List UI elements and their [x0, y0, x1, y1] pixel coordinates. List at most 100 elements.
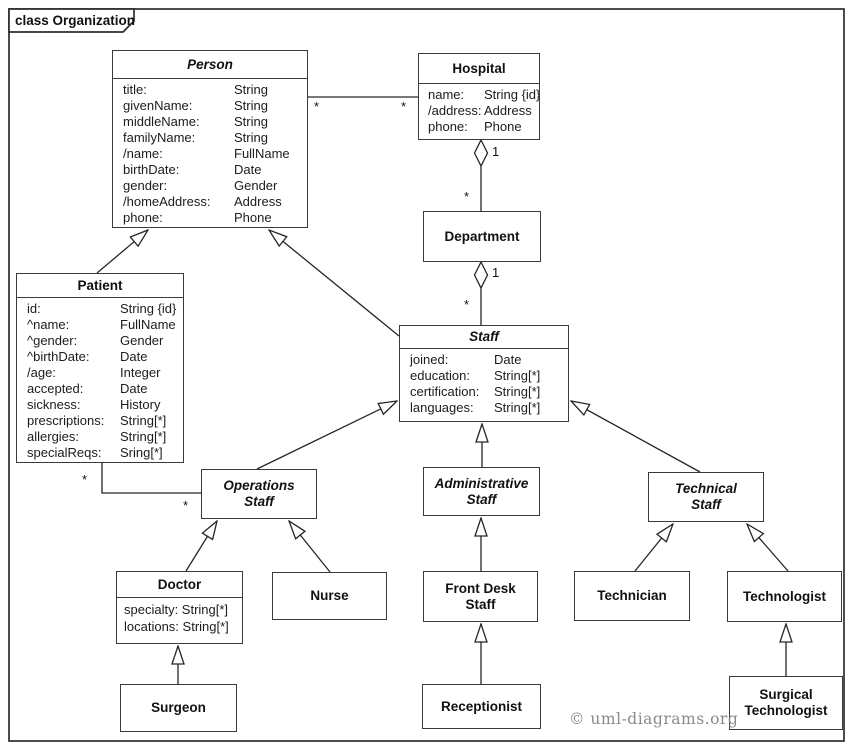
attr-type: Date	[494, 352, 522, 367]
attr-label: languages:	[410, 400, 474, 415]
attribute-row: certification:String[*]	[410, 384, 564, 400]
attr-type: Sring[*]	[120, 445, 163, 460]
attr-label: allergies:	[27, 429, 80, 444]
attribute-row: ^name: FullName	[27, 317, 179, 333]
attribute-row: middleName:String	[123, 114, 303, 130]
attr-type: Date	[234, 162, 262, 177]
gen-nurse-operations	[289, 521, 331, 573]
attr-label: /address:	[428, 103, 482, 118]
class-staff: Staff joined:Date education:String[*] ce…	[399, 325, 569, 422]
gen-doctor-operations	[185, 521, 217, 572]
attr-label: title:	[123, 82, 147, 97]
class-hospital: Hospital name:String {id} /address:Addre…	[418, 53, 540, 140]
class-surgeon-title: Surgeon	[151, 700, 206, 715]
attr-label: middleName:	[123, 114, 200, 129]
class-department-title: Department	[444, 228, 520, 244]
class-receptionist: Receptionist	[422, 684, 541, 729]
class-person-attributes: title: String givenName:String middleName…	[113, 79, 307, 227]
attribute-row: id:String {id}	[27, 301, 179, 317]
multiplicity-operations-star: *	[183, 498, 189, 513]
attr-type: Address	[234, 194, 282, 209]
attr-type: FullName	[234, 146, 290, 161]
class-operations-staff: Operations Staff	[201, 469, 317, 519]
class-surgeon: Surgeon	[120, 684, 237, 732]
class-front-desk-staff-title: Front Desk Staff	[445, 580, 516, 612]
attr-label: accepted:	[27, 381, 84, 396]
attr-type: FullName	[120, 317, 176, 332]
class-person: Person title:String givenName:String mid…	[112, 50, 308, 228]
attribute-row: /homeAddress: Address	[123, 194, 303, 210]
class-technologist-title: Technologist	[743, 588, 826, 604]
attribute-row: /age: Integer	[27, 365, 179, 381]
attribute-row: birthDate: Date	[123, 162, 303, 178]
attribute-row: prescriptions:String[*]	[27, 413, 179, 429]
class-front-desk-staff: Front Desk Staff	[423, 571, 538, 622]
attr-type: Phone	[484, 119, 522, 134]
class-technologist: Technologist	[727, 571, 842, 622]
attr-label: education:	[410, 368, 470, 383]
gen-operations-staff	[256, 401, 397, 470]
class-technician: Technician	[574, 571, 690, 621]
attr-type: Integer	[120, 365, 161, 380]
attr-label: /age:	[27, 365, 56, 380]
attr-type: String	[234, 82, 268, 97]
attr-label: /name:	[123, 146, 163, 161]
class-receptionist-title: Receptionist	[440, 698, 522, 714]
gen-technician-technical	[634, 524, 673, 572]
attr-type: String {id}	[120, 301, 177, 316]
attr-type: String {id}	[484, 87, 539, 102]
multiplicity-hospital-end: *	[401, 99, 407, 114]
class-technical-staff-title: Technical Staff	[675, 481, 737, 512]
attribute-row: gender: Gender	[123, 178, 303, 194]
attr-label: /homeAddress:	[123, 194, 211, 209]
attr-type: History	[120, 397, 161, 412]
attribute-row: phone: Phone	[428, 119, 535, 135]
attr-label: gender:	[123, 178, 168, 193]
multiplicity-patient-star: *	[82, 472, 88, 487]
class-hospital-title: Hospital	[419, 54, 539, 84]
attr-type: Gender	[234, 178, 278, 193]
attribute-row: education:String[*]	[410, 368, 564, 384]
aggregation-diamond-department	[473, 260, 489, 290]
attribute-row: sickness:History	[27, 397, 179, 413]
multiplicity-department-1: 1	[492, 265, 500, 280]
attr-type: String[*]	[494, 384, 541, 399]
attribute-row: joined: Date	[410, 352, 564, 368]
class-patient: Patient id:String {id} ^name:FullName ^g…	[16, 273, 184, 463]
multiplicity-hospital-1: 1	[492, 144, 500, 159]
class-staff-title: Staff	[400, 326, 568, 349]
attr-label: birthDate:	[123, 162, 180, 177]
frame-title: class Organization	[15, 13, 136, 28]
attribute-row: ^birthDate:Date	[27, 349, 179, 365]
class-staff-attributes: joined:Date education:String[*] certific…	[400, 349, 568, 421]
attr-type: Phone	[234, 210, 272, 225]
copyright-text: © uml-diagrams.org	[569, 710, 739, 728]
class-technical-staff: Technical Staff	[648, 472, 764, 522]
attr-label: phone:	[123, 210, 163, 225]
class-patient-attributes: id:String {id} ^name:FullName ^gender:Ge…	[17, 298, 183, 462]
attr-label: joined:	[410, 352, 449, 367]
attr-type: Gender	[120, 333, 164, 348]
attribute-row: languages:String[*]	[410, 400, 564, 416]
attr-type: Date	[120, 349, 148, 364]
class-doctor-title: Doctor	[117, 572, 242, 598]
attribute-row: givenName:String	[123, 98, 303, 114]
class-doctor-attributes: specialty: String[*] locations: String[*…	[117, 598, 242, 643]
attr-label: phone:	[428, 119, 468, 134]
attr-label: prescriptions:	[27, 413, 105, 428]
multiplicity-staff-star: *	[464, 297, 470, 312]
attr-type: String	[234, 130, 268, 145]
attr-type: Date	[120, 381, 148, 396]
attribute-row: /name: FullName	[123, 146, 303, 162]
class-surgical-technologist: Surgical Technologist	[729, 676, 843, 730]
attr-label: familyName:	[123, 130, 196, 145]
class-doctor: Doctor specialty: String[*] locations: S…	[116, 571, 243, 644]
class-surgical-technologist-title: Surgical Technologist	[744, 687, 828, 718]
attr-type: String[*]	[120, 429, 167, 444]
attr-label: ^name:	[27, 317, 70, 332]
attribute-row: specialReqs: Sring[*]	[27, 445, 179, 461]
class-nurse: Nurse	[272, 572, 387, 620]
attr-label: specialReqs:	[27, 445, 102, 460]
attribute-row: specialty: String[*]	[124, 602, 229, 617]
